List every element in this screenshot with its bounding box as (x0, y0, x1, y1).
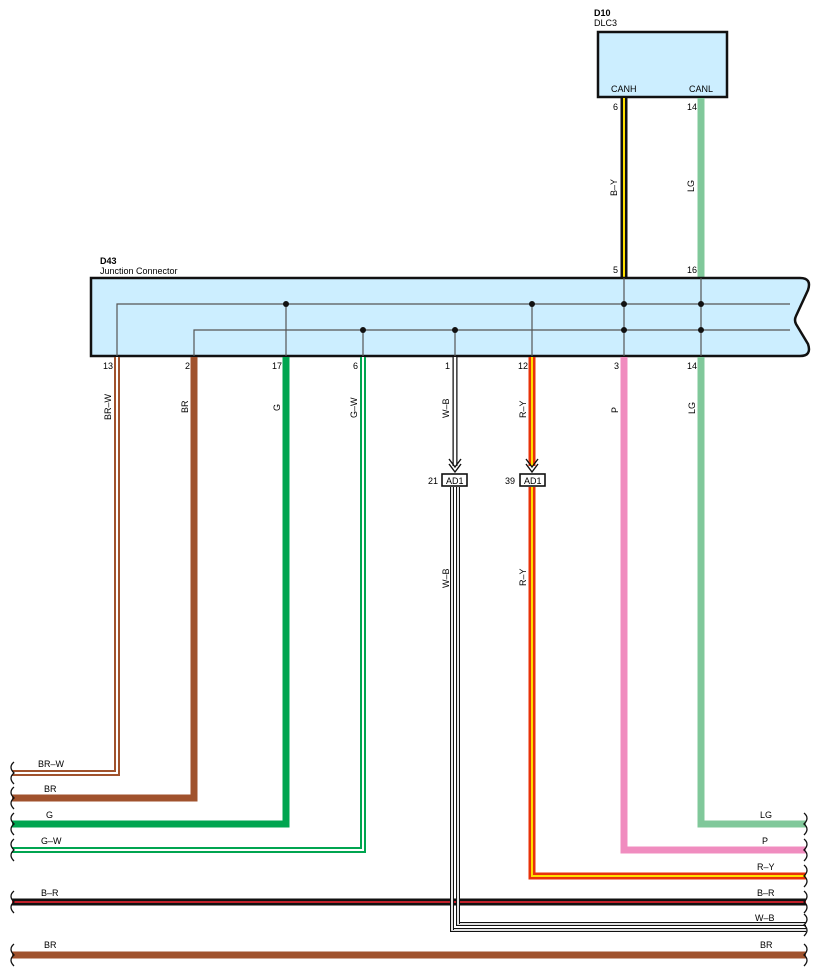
right-label-p: P (762, 836, 768, 846)
wire-canl-label: LG (686, 180, 696, 192)
wire-lg (697, 357, 806, 828)
wire-br-w (12, 357, 120, 776)
right-label-b-r: B–R (757, 888, 775, 898)
wire-w-b-lower-b (456, 487, 806, 926)
left-break-marks (10, 761, 15, 967)
jc-top-pin-canl: 16 (687, 265, 697, 275)
right-label-r-y: R–Y (757, 862, 775, 872)
dlc-pin-canl: CANL (689, 84, 713, 94)
dlc-connector-box (596, 30, 729, 99)
junction-connector-box (89, 276, 811, 358)
ad1-39-number: 39 (505, 476, 515, 486)
wire-r-y-label: R–Y (518, 400, 528, 418)
jc-pin-2: 2 (185, 361, 190, 371)
jc-name: Junction Connector (100, 266, 178, 276)
wire-g-w (12, 357, 366, 853)
wire-p-label: P (610, 407, 620, 413)
left-label-b-r: B–R (41, 888, 59, 898)
dlc-pin-canh-number: 6 (613, 102, 618, 112)
dlc-name: DLC3 (594, 18, 617, 28)
wire-canh-label: B–Y (609, 179, 619, 196)
right-break-marks (803, 812, 808, 967)
wire-p (620, 357, 806, 854)
wire-w-b-lower-a (450, 487, 806, 932)
wire-w-b-label: W–B (441, 398, 451, 418)
left-label-br-w: BR–W (38, 759, 65, 769)
jc-pin-17: 17 (272, 361, 282, 371)
dlc-pin-canl-number: 14 (687, 102, 697, 112)
ad1-39-label: AD1 (524, 476, 542, 486)
right-label-lg: LG (760, 810, 772, 820)
wire-br-label: BR (180, 400, 190, 413)
left-label-br-bottom: BR (44, 940, 57, 950)
dlc-pin-canh: CANH (611, 84, 637, 94)
wire-br (12, 357, 198, 802)
left-label-br: BR (44, 784, 57, 794)
ad1-connector-21 (441, 458, 468, 487)
wire-g-label: G (272, 404, 282, 411)
wire-br-w-label: BR–W (103, 393, 113, 420)
ad1-21-label: AD1 (446, 476, 464, 486)
jc-pin-12: 12 (518, 361, 528, 371)
jc-pin-3: 3 (614, 361, 619, 371)
ad1-21-number: 21 (428, 476, 438, 486)
right-label-br: BR (760, 940, 773, 950)
wire-w-b-lower-label: W–B (441, 568, 451, 588)
dlc-id: D10 (594, 8, 611, 18)
jc-pin-14: 14 (687, 361, 697, 371)
left-label-g: G (46, 810, 53, 820)
jc-pin-13: 13 (103, 361, 113, 371)
left-label-g-w: G–W (41, 836, 62, 846)
wire-r-y-lower-label: R–Y (518, 568, 528, 586)
wire-g (12, 357, 290, 828)
jc-pin-6: 6 (353, 361, 358, 371)
jc-pin-1: 1 (445, 361, 450, 371)
right-label-w-b: W–B (755, 913, 775, 923)
jc-top-pin-canh: 5 (613, 265, 618, 275)
wire-lg-label: LG (687, 402, 697, 414)
wire-g-w-label: G–W (349, 397, 359, 418)
jc-id: D43 (100, 256, 117, 266)
ad1-connector-39 (519, 458, 546, 487)
